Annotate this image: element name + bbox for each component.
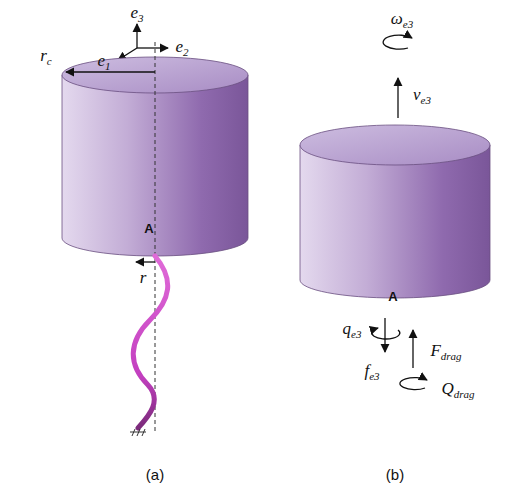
radius-arrow — [136, 261, 155, 262]
wall-hatch — [130, 429, 146, 436]
panel-caption: (a) — [146, 467, 164, 482]
radius-label: rc — [40, 47, 52, 67]
cylinder — [300, 125, 490, 298]
axis-label: e1 — [97, 52, 110, 72]
velocity-label: ve3 — [413, 86, 431, 106]
axis-triad — [118, 24, 168, 60]
drag-torque-label: Qdrag — [441, 380, 474, 400]
radius-label: r — [140, 269, 147, 286]
angular-velocity-label: ωe3 — [391, 10, 413, 30]
velocity-arrow — [397, 78, 398, 118]
force-arrow — [384, 318, 385, 352]
rotation-arrow — [383, 35, 412, 49]
torque-label: qe3 — [343, 320, 362, 340]
axis-label: e3 — [130, 4, 143, 24]
force-label: fe3 — [364, 362, 379, 382]
panel-caption: (b) — [386, 467, 404, 482]
point-label: A — [144, 222, 153, 235]
helical-filament — [133, 256, 167, 428]
point-label: A — [388, 290, 397, 303]
torque-arrow — [372, 328, 400, 339]
drag-torque-arrow — [400, 378, 427, 390]
axis-label: e2 — [175, 38, 188, 58]
drag-force-label: Fdrag — [430, 342, 461, 362]
drag-force-arrow — [412, 330, 413, 368]
axis-line — [155, 42, 156, 432]
